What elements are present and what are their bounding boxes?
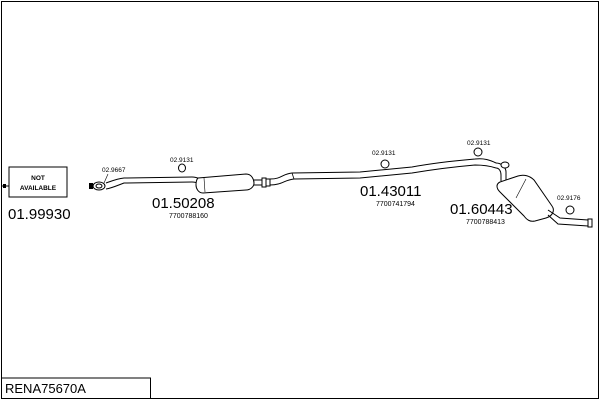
fitting-label: 02.9131 bbox=[467, 140, 491, 147]
rear-silencer-assembly bbox=[495, 161, 593, 228]
fitting-label: 02.9131 bbox=[372, 150, 396, 157]
front-muffler bbox=[195, 173, 255, 194]
not-available-line1: NOT bbox=[31, 175, 45, 182]
fitting-gasket: 02.9667 bbox=[89, 167, 126, 191]
part-reference: 7700741794 bbox=[376, 201, 415, 208]
middle-pipe bbox=[269, 158, 497, 186]
fitting-label: 02.9131 bbox=[170, 157, 194, 164]
part-reference: 7700788160 bbox=[169, 213, 208, 220]
rear-silencer bbox=[496, 174, 554, 222]
fitting-label: 02.9667 bbox=[102, 167, 126, 174]
fitting-rubber-hanger: 02.9131 bbox=[467, 140, 491, 157]
not-available-box bbox=[8, 166, 68, 198]
kit-code-box: RENA75670A bbox=[1, 377, 151, 399]
part-number: 01.43011 bbox=[360, 183, 421, 200]
connector-end bbox=[3, 184, 6, 188]
part-reference: 7700788413 bbox=[466, 219, 505, 226]
fitting-rubber-hanger: 02.9176 bbox=[557, 195, 581, 215]
part-number: 01.50208 bbox=[152, 195, 215, 212]
front-pipe-assembly bbox=[105, 173, 271, 194]
front-section-not-available: NOT AVAILABLE 01.99930 bbox=[2, 166, 71, 223]
fitting-rubber-hanger: 02.9131 bbox=[372, 150, 396, 169]
fitting-rubber-hanger: 02.9131 bbox=[170, 157, 194, 173]
not-available-part-number: 01.99930 bbox=[8, 206, 71, 223]
part-number: 01.60443 bbox=[450, 201, 513, 218]
fitting-label: 02.9176 bbox=[557, 195, 581, 202]
not-available-line2: AVAILABLE bbox=[20, 185, 57, 192]
kit-code: RENA75670A bbox=[5, 381, 86, 396]
